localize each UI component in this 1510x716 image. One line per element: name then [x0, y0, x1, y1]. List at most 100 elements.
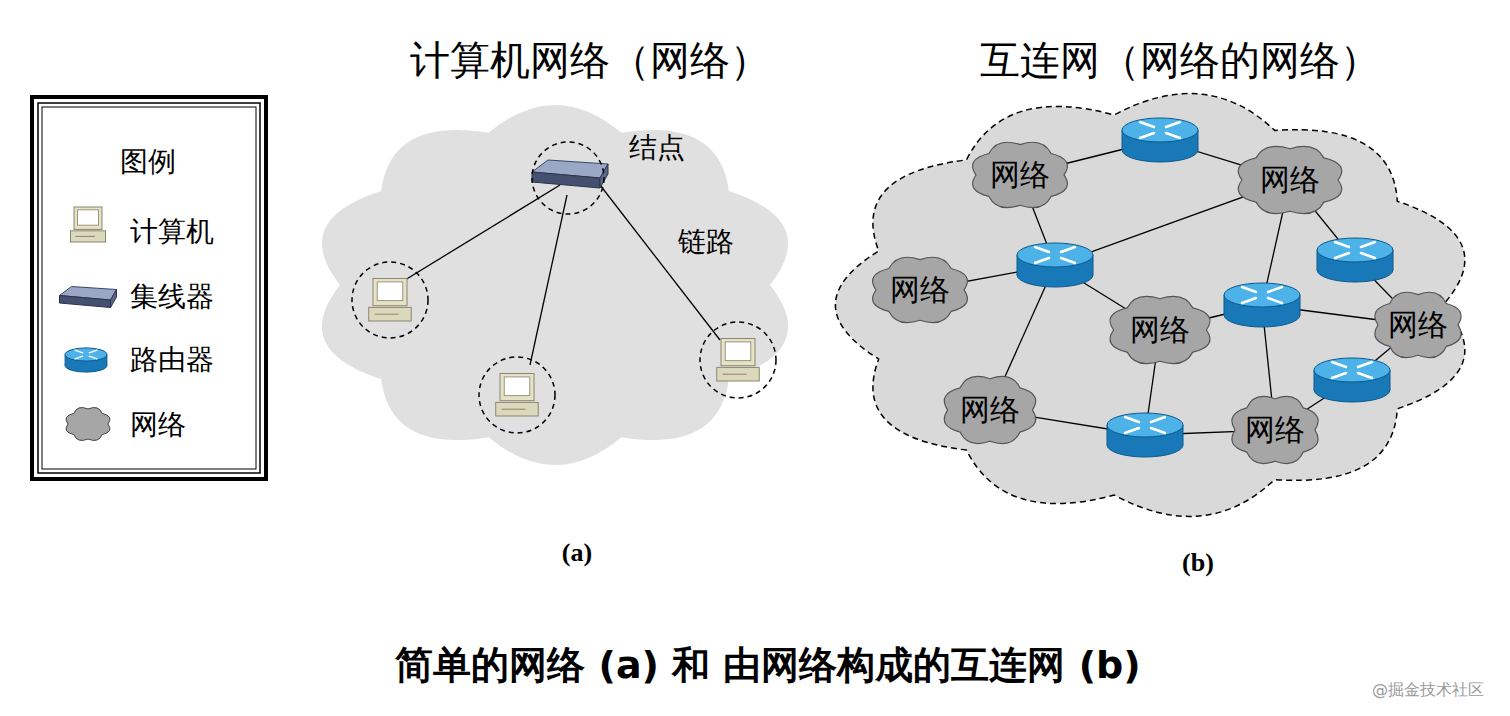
cloud-shape	[944, 376, 1035, 443]
network-cloud	[322, 105, 788, 465]
monitor	[500, 374, 534, 401]
monitor	[721, 339, 755, 366]
hub-front	[532, 172, 600, 188]
hub-side	[600, 164, 608, 188]
legend-cloud	[66, 408, 110, 441]
router-arrow	[1332, 362, 1346, 367]
network-label: 网络	[1130, 310, 1190, 351]
legend-text: 计算机	[130, 213, 214, 251]
part-label: (b)	[1182, 548, 1214, 578]
network-cloud: 网络	[1368, 286, 1468, 364]
router-top	[1224, 283, 1300, 307]
router-edge	[1317, 250, 1318, 270]
node-marker-circle	[700, 322, 776, 398]
link-line	[600, 185, 720, 340]
router-arrow	[1335, 253, 1349, 258]
legend-icons	[60, 207, 117, 440]
screen	[725, 342, 751, 361]
network-label: 网络	[990, 154, 1050, 195]
router-top	[1317, 238, 1393, 262]
router-arrow	[1035, 247, 1049, 252]
computer-base	[496, 402, 539, 416]
computer-base	[71, 231, 106, 242]
router-arrow	[1358, 373, 1372, 378]
monitor	[74, 207, 102, 229]
router-arrow	[1151, 417, 1165, 422]
router-arrow	[1361, 242, 1375, 247]
network-cloud: 网络	[1230, 140, 1350, 220]
router-arrow	[1361, 253, 1375, 258]
node-marker-circle	[532, 142, 604, 214]
legend-frame	[32, 97, 266, 479]
drive-slot	[375, 314, 399, 315]
drive-slot	[75, 236, 95, 237]
router-arrow	[1166, 133, 1180, 138]
cloud-shape	[1110, 296, 1210, 363]
screen	[504, 377, 530, 396]
cloud-shape	[1232, 396, 1318, 463]
router-arrow	[1151, 428, 1165, 433]
section-title: 计算机网络（网络）	[410, 33, 770, 88]
router-arrow	[1166, 122, 1180, 127]
screen	[377, 282, 403, 301]
link-line	[405, 185, 560, 280]
router-edge	[1390, 370, 1391, 390]
router-arrow	[1268, 287, 1282, 292]
node-marker-circle	[479, 357, 555, 433]
router-top	[1107, 413, 1183, 437]
router-edge	[1107, 425, 1108, 445]
section-title: 互连网（网络的网络）	[980, 33, 1380, 88]
router-edge	[1122, 130, 1123, 150]
router-arrow	[89, 356, 97, 359]
cloud-shape	[1238, 146, 1341, 213]
router-top	[1122, 118, 1198, 142]
hub-side	[111, 290, 117, 308]
part-label: (a)	[562, 538, 592, 568]
legend-frame-inner	[38, 103, 260, 473]
router-edge	[1198, 130, 1199, 150]
router-edge	[1300, 295, 1301, 315]
router-arrow	[1332, 373, 1346, 378]
cloud-shape	[873, 257, 968, 322]
router-arrow	[1358, 362, 1372, 367]
network-cloud: 网络	[937, 370, 1043, 450]
network-cloud: 网络	[865, 251, 975, 329]
legend-frame-inner	[42, 107, 256, 469]
router-arrow	[1035, 258, 1049, 263]
router-top	[1017, 243, 1093, 267]
network-label: 网络	[890, 269, 950, 310]
router-top	[65, 348, 107, 361]
router-arrow	[1125, 417, 1139, 422]
router-arrow	[1242, 298, 1256, 303]
router-arrow	[1140, 133, 1154, 138]
router-arrow	[1061, 247, 1075, 252]
router-edge	[1314, 370, 1315, 390]
legend-heading: 图例	[120, 143, 176, 181]
node-marker-circle	[352, 262, 428, 338]
router-arrow	[1268, 298, 1282, 303]
router-arrow	[1125, 428, 1139, 433]
computer-base	[717, 367, 760, 381]
network-cloud: 网络	[1102, 290, 1218, 370]
legend-text: 集线器	[130, 278, 214, 316]
router-edge	[1224, 295, 1225, 315]
legend-text: 路由器	[130, 341, 214, 379]
router-arrow	[1335, 242, 1349, 247]
router-edge	[1017, 255, 1018, 275]
router-edge	[1093, 255, 1094, 275]
router-arrow	[1061, 258, 1075, 263]
link-label: 链路	[678, 223, 734, 261]
router-arrow	[1140, 122, 1154, 127]
computer-base	[369, 307, 412, 321]
caption: 简单的网络 (a) 和 由网络构成的互连网 (b)	[395, 640, 1140, 691]
internet-cloud	[835, 94, 1464, 517]
link-line	[530, 195, 567, 365]
router-edge	[1183, 425, 1184, 445]
cloud-shape	[973, 142, 1068, 207]
legend-text: 网络	[130, 406, 186, 444]
hub-front	[60, 296, 111, 308]
network-cloud: 网络	[1225, 390, 1325, 470]
drive-slot	[723, 374, 747, 375]
router-arrow	[1242, 287, 1256, 292]
